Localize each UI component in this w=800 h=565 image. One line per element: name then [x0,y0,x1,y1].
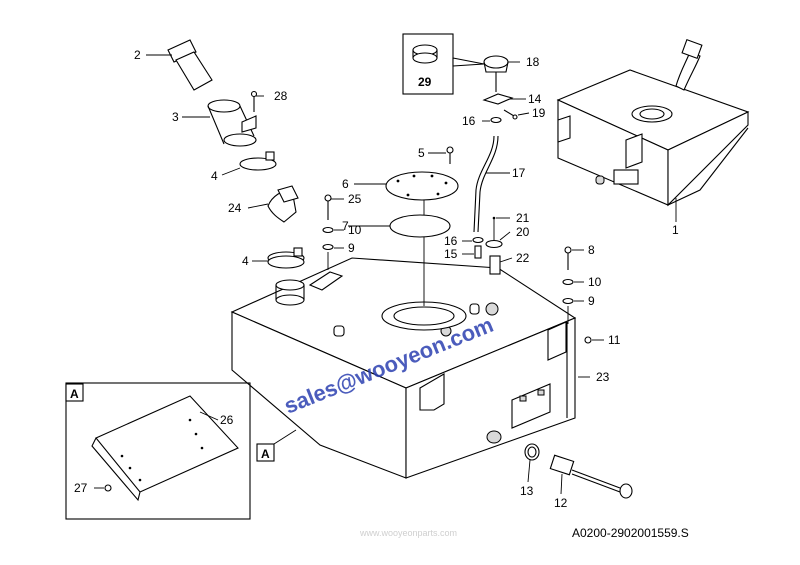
label-29: 29 [418,75,432,89]
label-22: 22 [516,251,530,265]
label-16-top: 16 [462,114,476,128]
detail-view-a [65,382,297,520]
label-23: 23 [596,370,610,384]
label-21: 21 [516,211,530,225]
label-20: 20 [516,225,530,239]
label-7: 7 [342,219,349,233]
label-26: 26 [220,413,234,427]
label-5: 5 [418,146,425,160]
label-9-right: 9 [588,294,595,308]
label-6: 6 [342,177,349,191]
label-11: 11 [608,333,621,347]
label-2: 2 [134,48,141,62]
label-10-left: 10 [348,223,362,237]
label-12: 12 [554,496,568,510]
label-4-bottom: 4 [242,254,249,268]
sender-parts [402,33,518,275]
drain-parts [524,443,633,499]
label-17: 17 [512,166,526,180]
label-18: 18 [526,55,540,69]
label-3: 3 [172,110,179,124]
label-24: 24 [228,201,242,215]
label-4-top: 4 [211,169,218,183]
label-13: 13 [520,484,534,498]
label-19: 19 [532,106,546,120]
label-15: 15 [444,247,458,261]
label-27: 27 [74,481,88,495]
drawing-reference: A0200-2902001559.S [572,526,689,540]
view-a-letter-box: A [70,387,79,401]
label-14: 14 [528,92,542,106]
part-labels: 2 3 28 4 24 4 5 6 7 25 10 9 8 10 9 11 1 … [70,48,679,510]
label-28: 28 [274,89,288,103]
label-9-left: 9 [348,241,355,255]
view-a-letter-tank: A [261,447,270,461]
cover-parts [385,146,459,306]
label-8: 8 [588,243,595,257]
label-1: 1 [672,223,679,237]
label-16-bottom: 16 [444,234,458,248]
main-fuel-tank [230,257,577,479]
faint-watermark: www.wooyeonparts.com [359,528,457,538]
leader-lines [94,54,677,495]
filler-parts [167,39,305,269]
tank-assembly-1 [556,38,750,207]
label-25: 25 [348,192,362,206]
label-10-right: 10 [588,275,602,289]
bolts [322,194,592,344]
